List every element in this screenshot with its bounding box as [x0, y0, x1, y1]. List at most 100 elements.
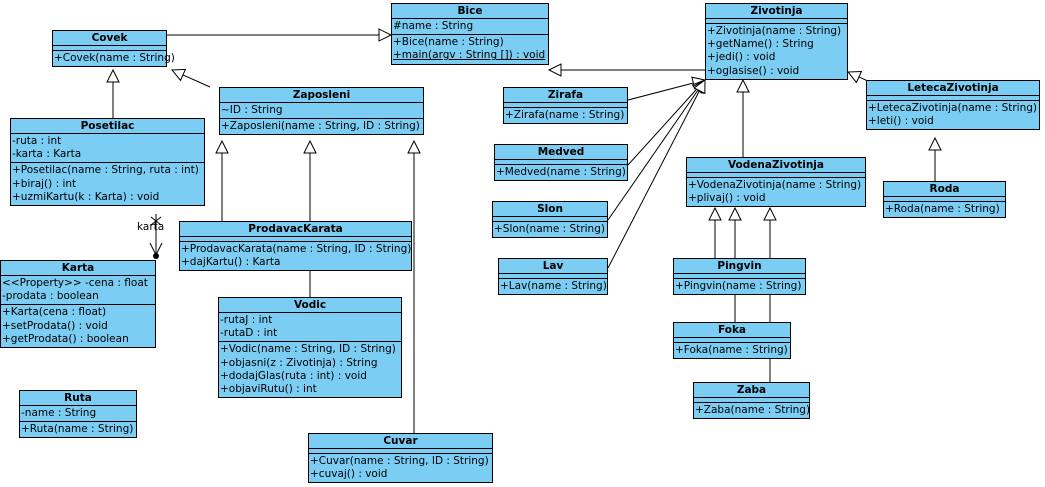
operation: +Lav(name : String)	[500, 280, 607, 292]
generalization-arrowhead-icon	[693, 79, 706, 95]
class-foka[interactable]: Foka+Foka(name : String)	[673, 322, 791, 360]
class-vodic[interactable]: Vodic-rutaJ : int-rutaD : int+Vodic(name…	[218, 297, 402, 399]
attribute: -ruta : int	[12, 135, 62, 147]
generalization-posetilac-covek	[106, 68, 120, 118]
class-prodavac[interactable]: ProdavacKarata+ProdavacKarata(name : Str…	[179, 221, 412, 272]
class-name: VodenaZivotinja	[687, 158, 865, 173]
class-posetilac[interactable]: Posetilac-ruta : int-karta : Karta+Poset…	[10, 118, 205, 206]
operations-compartment: +Roda(name : String)	[884, 202, 1005, 217]
operations-compartment: +Ruta(name : String)	[20, 422, 136, 437]
generalization-vodena-zivotinja	[736, 78, 750, 157]
operation: +leti() : void	[868, 115, 934, 128]
class-lav[interactable]: Lav+Lav(name : String)	[498, 258, 608, 296]
attribute: -rutaD : int	[220, 327, 278, 340]
class-roda[interactable]: Roda+Roda(name : String)	[883, 181, 1006, 219]
operation: +ProdavacKarata(name : String, ID : Stri…	[181, 243, 412, 255]
operation: +objaviRutu() : int	[220, 382, 317, 395]
class-vodena[interactable]: VodenaZivotinja+VodenaZivotinja(name : S…	[686, 157, 866, 208]
attributes-compartment	[53, 46, 166, 51]
operation: +dajKartu() : Karta	[181, 256, 281, 269]
attribute: -karta : Karta	[12, 148, 82, 161]
attributes-compartment	[674, 338, 790, 343]
attributes-compartment	[309, 449, 492, 454]
class-zaba[interactable]: Zaba +Zaba(name : String)	[693, 382, 811, 420]
class-name: LetecaZivotinja	[867, 81, 1039, 96]
class-slon[interactable]: Slon+Slon(name : String)	[492, 201, 608, 239]
class-karta[interactable]: Karta<<Property>> -cena : float-prodata …	[0, 260, 156, 348]
class-name: Medved	[495, 145, 627, 160]
attributes-compartment: <<Property>> -cena : float-prodata : boo…	[1, 276, 155, 306]
operation: +Vodic(name : String, ID : String)	[220, 343, 396, 356]
class-name: Zivotinja	[706, 4, 847, 19]
operation: +cuvaj() : void	[310, 468, 388, 481]
class-name: Bice	[392, 4, 548, 19]
operations-compartment: +Karta(cena : float)+setProdata() : void…	[1, 305, 155, 347]
generalization-prodavac-zaposleni	[215, 139, 229, 221]
class-ruta[interactable]: Ruta-name : String+Ruta(name : String)	[19, 390, 137, 439]
operation: +Ruta(name : String)	[21, 423, 134, 436]
attributes-compartment	[674, 274, 805, 279]
operations-compartment: +Medved(name : String)	[495, 165, 627, 180]
operation: +Slon(name : String)	[494, 223, 605, 235]
generalization-roda-leteca	[928, 136, 942, 181]
operations-compartment: +Slon(name : String)	[493, 222, 607, 237]
class-cuvar[interactable]: Cuvar +Cuvar(name : String, ID : String)+…	[308, 433, 493, 484]
class-bice[interactable]: Bice#name : String+Bice(name : String)+m…	[391, 3, 549, 65]
non-navigable-x-icon	[150, 216, 162, 226]
generalization-arrowhead-icon	[215, 139, 229, 154]
attributes-compartment	[495, 160, 627, 165]
generalization-arrowhead-icon	[708, 206, 722, 221]
attributes-compartment	[706, 19, 847, 24]
generalization-arrowhead-icon	[303, 139, 317, 154]
operations-compartment: +Cuvar(name : String, ID : String)+cuvaj…	[309, 454, 492, 482]
operation: +Zaba(name : String)	[695, 404, 811, 416]
operations-compartment: +LetecaZivotinja(name : String)+leti() :…	[867, 101, 1039, 129]
operation: +main(argv : String []) : void	[393, 49, 546, 62]
class-name: Zaba	[694, 383, 809, 398]
operation: +plivaj() : void	[688, 192, 766, 205]
class-name: Cuvar	[309, 434, 492, 449]
operation: +setProdata() : void	[2, 319, 108, 332]
class-pingvin[interactable]: Pingvin+Pingvin(name : String)	[673, 258, 806, 296]
attributes-compartment: ~ID : String	[220, 103, 423, 120]
class-name: Zirafa	[504, 88, 627, 103]
class-name: Ruta	[20, 391, 136, 406]
operations-compartment: +ProdavacKarata(name : String, ID : Stri…	[180, 242, 411, 270]
operation: +Pingvin(name : String)	[675, 280, 802, 292]
attribute: <<Property>> -cena : float	[2, 277, 148, 289]
operation: +LetecaZivotinja(name : String)	[868, 102, 1038, 114]
class-name: Vodic	[219, 298, 401, 313]
operation: +Bice(name : String)	[393, 36, 504, 49]
class-zivotinja[interactable]: Zivotinja +Zivotinja(name : String)+getNa…	[705, 3, 848, 80]
attributes-compartment: -rutaJ : int-rutaD : int	[219, 313, 401, 343]
operation: +Posetilac(name : String, ruta : int)	[12, 164, 199, 177]
attributes-compartment	[493, 217, 607, 222]
attributes-compartment: -ruta : int-karta : Karta	[11, 134, 204, 164]
generalization-arrowhead-icon	[407, 139, 421, 154]
class-medved[interactable]: Medved +Medved(name : String)	[494, 144, 628, 182]
generalization-arrowhead-icon	[106, 68, 120, 83]
generalization-covek-bice	[167, 28, 393, 42]
class-zirafa[interactable]: Zirafa +Zirafa(name : String)	[503, 87, 628, 125]
operation: +Medved(name : String)	[496, 166, 626, 178]
operations-compartment: +Zirafa(name : String)	[504, 108, 627, 123]
operation: +Zirafa(name : String)	[505, 109, 625, 121]
class-name: Zaposleni	[220, 88, 423, 103]
attribute: -rutaJ : int	[220, 314, 273, 326]
operations-compartment: +Posetilac(name : String, ruta : int)+bi…	[11, 163, 204, 205]
operation: +getName() : String	[707, 38, 814, 51]
class-covek[interactable]: Covek+Covek(name : String)	[52, 30, 175, 68]
operation: +Roda(name : String)	[885, 203, 1000, 215]
class-zaposleni[interactable]: Zaposleni~ID : String+Zaposleni(name : S…	[219, 87, 424, 136]
operations-compartment: +Lav(name : String)	[499, 279, 607, 294]
operation: +Zivotinja(name : String)	[707, 25, 842, 37]
generalization-vodic-zaposleni	[303, 139, 317, 297]
generalization-arrowhead-icon	[170, 68, 187, 82]
class-name: Posetilac	[11, 119, 204, 134]
class-leteca[interactable]: LetecaZivotinja +LetecaZivotinja(name : S…	[866, 80, 1040, 131]
generalization-medved-zivotinja	[627, 79, 706, 166]
generalization-arrowhead-icon	[728, 206, 742, 221]
generalization-arrowhead-icon	[928, 136, 942, 151]
generalization-cuvar-zaposleni	[407, 139, 421, 433]
